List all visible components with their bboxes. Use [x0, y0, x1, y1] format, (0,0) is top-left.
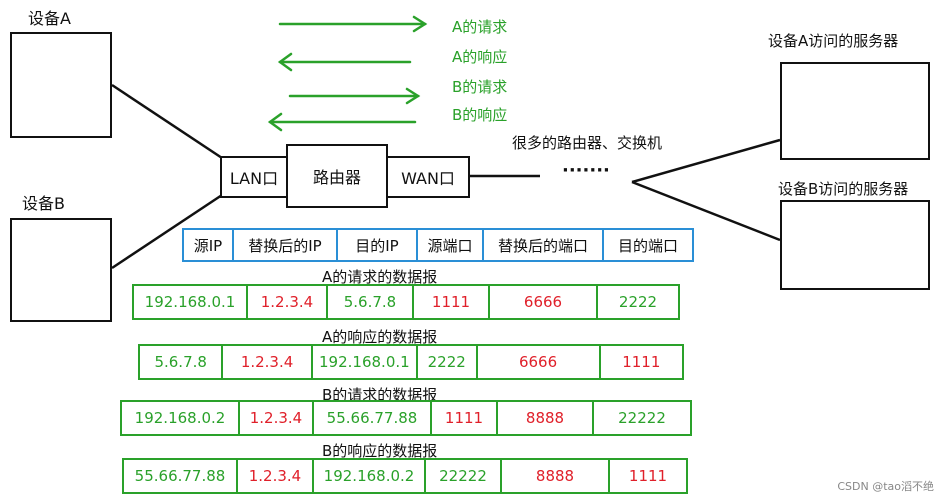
server-b-box [780, 200, 930, 290]
cell-src-port: 22222 [426, 460, 502, 492]
cell-dst-ip: 5.6.7.8 [328, 286, 414, 318]
cell-src-ip: 192.168.0.2 [122, 402, 240, 434]
cell-src-port: 2222 [418, 346, 478, 378]
cell-replaced-ip: 1.2.3.4 [240, 402, 314, 434]
header-replaced-ip: 替换后的IP [234, 230, 338, 260]
lan-port-box: LAN口 [220, 156, 288, 198]
cell-dst-port: 1111 [628, 467, 668, 485]
wan-port-label: WAN口 [401, 169, 455, 188]
cell-replaced-port: 6666 [478, 346, 601, 378]
cell-src-ip: 55.66.77.88 [124, 460, 238, 492]
datagram-caption-a-request: A的请求的数据报 [322, 268, 438, 286]
server-b-label: 设备B访问的服务器 [778, 180, 909, 198]
server-a-label: 设备A访问的服务器 [768, 32, 899, 50]
network-label: 很多的路由器、交换机 [512, 134, 663, 152]
arrow-b-request-head [405, 87, 421, 105]
datagram-caption-b-response: B的响应的数据报 [322, 442, 438, 460]
device-a-label: 设备A [28, 9, 71, 28]
cell-replaced-ip: 1.2.3.4 [238, 460, 314, 492]
header-dst-ip: 目的IP [338, 230, 418, 260]
datagram-row-b-request: 192.168.0.2 1.2.3.4 55.66.77.88 1111 888… [120, 400, 692, 436]
cell-replaced-port: 8888 [498, 402, 594, 434]
cell-dst-port: 2222 [618, 293, 658, 311]
cell-dst-ip: 55.66.77.88 [314, 402, 432, 434]
datagram-caption-a-response: A的响应的数据报 [322, 328, 438, 346]
cell-replaced-ip: 1.2.3.4 [248, 286, 328, 318]
line-network-to-server-b [631, 180, 781, 242]
watermark: CSDN @tao滔不绝 [837, 480, 934, 493]
cell-replaced-port: 8888 [502, 460, 610, 492]
header-src-ip: 源IP [184, 230, 234, 260]
header-dst-port: 目的端口 [617, 236, 678, 255]
datagram-row-a-request: 192.168.0.1 1.2.3.4 5.6.7.8 1111 6666 22… [132, 284, 680, 320]
line-device-b-to-router [111, 193, 223, 270]
line-network-to-server-a [631, 138, 781, 184]
cell-dst-port: 1111 [622, 353, 661, 371]
flow-label-b-response: B的响应 [452, 106, 508, 124]
device-a-box [10, 32, 112, 138]
wan-port-box: WAN口 [386, 156, 470, 198]
cell-replaced-port: 6666 [490, 286, 598, 318]
header-replaced-port: 替换后的端口 [484, 230, 604, 260]
server-a-box [780, 62, 930, 160]
line-device-a-to-router [111, 83, 223, 160]
datagram-row-b-response: 55.66.77.88 1.2.3.4 192.168.0.2 22222 88… [122, 458, 688, 494]
table-header-row: 源IP 替换后的IP 目的IP 源端口 替换后的端口 目的端口 [182, 228, 694, 262]
router-label: 路由器 [312, 168, 361, 187]
flow-label-a-request: A的请求 [452, 18, 508, 36]
flow-label-b-request: B的请求 [452, 78, 508, 96]
arrow-a-request-head [412, 15, 428, 33]
cell-replaced-ip: 1.2.3.4 [223, 346, 313, 378]
cell-dst-ip: 192.168.0.1 [313, 346, 418, 378]
device-b-box [10, 218, 112, 322]
cell-src-ip: 192.168.0.1 [134, 286, 248, 318]
lan-port-label: LAN口 [229, 169, 279, 188]
cell-src-port: 1111 [432, 402, 498, 434]
arrow-a-response-head [277, 52, 293, 72]
cell-src-ip: 5.6.7.8 [140, 346, 224, 378]
device-b-label: 设备B [22, 194, 65, 213]
network-dots: ······· [562, 160, 610, 181]
flow-label-a-response: A的响应 [452, 48, 508, 66]
cell-dst-port: 22222 [618, 409, 666, 427]
datagram-row-a-response: 5.6.7.8 1.2.3.4 192.168.0.1 2222 6666 11… [138, 344, 684, 380]
cell-dst-ip: 192.168.0.2 [314, 460, 426, 492]
arrow-b-response-head [267, 112, 283, 132]
header-src-port: 源端口 [418, 230, 484, 260]
datagram-caption-b-request: B的请求的数据报 [322, 386, 438, 404]
router-box: 路由器 [286, 144, 388, 208]
cell-src-port: 1111 [414, 286, 490, 318]
